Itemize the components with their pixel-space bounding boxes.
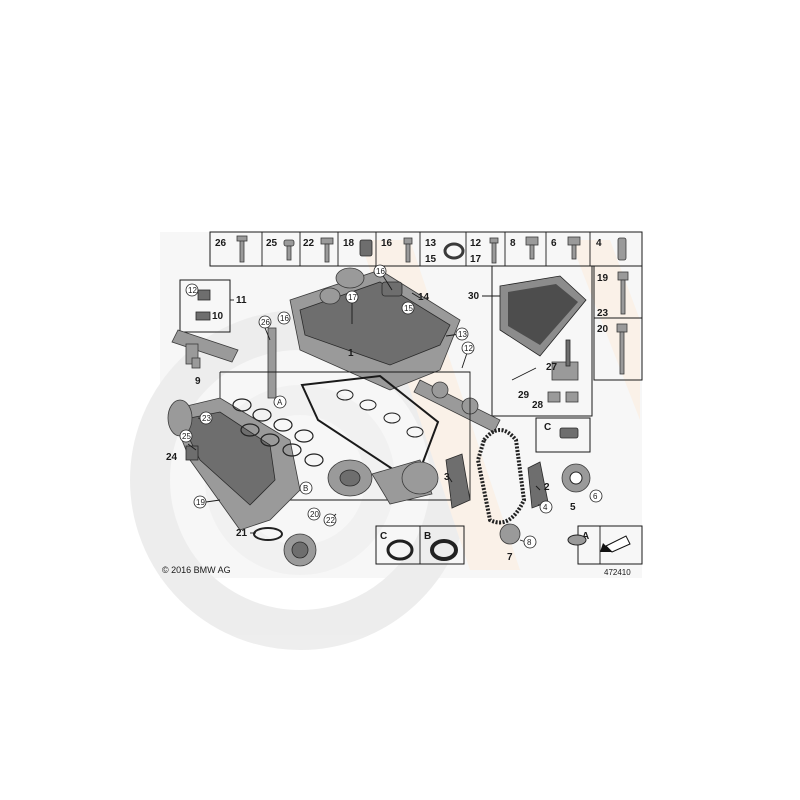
sprocket-7 (499, 523, 521, 545)
egr-valve (327, 459, 439, 505)
callout-20: 20 (310, 510, 319, 519)
sensor-box: 12 10 11 (179, 279, 247, 333)
callout-2: 2 (544, 482, 550, 493)
callout-14: 14 (418, 292, 430, 303)
callout-24: 24 (166, 452, 178, 463)
tool-case-box: 30 27 29 28 (468, 265, 593, 417)
hex-bolt-icon (525, 236, 539, 246)
strip-label-13: 13 (425, 238, 437, 249)
callout-4: 4 (543, 503, 548, 512)
callout-29: 29 (518, 390, 530, 401)
callout-22: 22 (326, 516, 335, 525)
callout-11: 11 (236, 295, 247, 306)
callout-23: 23 (202, 414, 211, 423)
callout-19: 19 (196, 498, 205, 507)
callout-16: 16 (376, 267, 385, 276)
side-label-23: 23 (597, 308, 609, 319)
callout-27: 27 (546, 362, 558, 373)
callout-25: 25 (182, 432, 191, 441)
callout-12: 12 (464, 344, 473, 353)
strip-label-25: 25 (266, 238, 278, 249)
sensor-16-icon (381, 281, 403, 297)
box-label-C: C (380, 531, 387, 542)
seal-ring-icon (443, 242, 465, 260)
callout-5: 5 (570, 502, 576, 513)
fuel-rail: 9 (171, 329, 239, 387)
strip-label-8: 8 (510, 238, 516, 249)
callout-15: 15 (404, 304, 413, 313)
callout-12b: 12 (188, 286, 197, 295)
callout-13: 13 (458, 330, 467, 339)
callout-26: 26 (261, 318, 270, 327)
timing-chain (445, 417, 591, 545)
injector-icon (191, 357, 201, 369)
strip-label-18: 18 (343, 238, 355, 249)
long-bolt-icon (617, 271, 629, 281)
intake-manifold (167, 397, 324, 531)
flange-bolt-icon (320, 237, 334, 245)
callout-8: 8 (527, 538, 532, 547)
callout-7: 7 (507, 552, 513, 563)
glow-plug-icon (267, 327, 277, 399)
washer-a-icon (567, 534, 587, 546)
copyright-text: © 2016 BMW AG (162, 565, 231, 575)
callout-1: 1 (348, 348, 354, 359)
callout-21: 21 (236, 528, 248, 539)
callouts: 16 14 15 17 16 26 13 12 1 A 23 25 24 19 … (166, 264, 603, 563)
diagram-id: 472410 (604, 568, 631, 577)
callout-B: B (303, 484, 308, 493)
bolt-icon (283, 239, 295, 247)
sensor-24-icon (185, 445, 199, 461)
seal-c-icon (386, 539, 414, 561)
strip-label-17: 17 (470, 254, 482, 265)
callout-10: 10 (212, 311, 224, 322)
strip-label-16: 16 (381, 238, 393, 249)
strip-label-22: 22 (303, 238, 315, 249)
strip-label-12: 12 (470, 238, 482, 249)
bolt-icon (239, 237, 245, 263)
side-label-19: 19 (597, 273, 609, 284)
strip-label-6: 6 (551, 238, 557, 249)
callout-A: A (277, 398, 283, 407)
side-label-20: 20 (597, 324, 609, 335)
box-label-A: A (582, 531, 589, 542)
strip-label-4: 4 (596, 238, 602, 249)
cylinder-head (267, 267, 461, 399)
o-ring-21 (253, 527, 283, 541)
throttle-body (253, 527, 317, 567)
callout-30: 30 (468, 291, 480, 302)
bottom-seal-boxes: C B A (375, 525, 643, 565)
hex-bolt-icon (567, 236, 581, 246)
callout-6: 6 (593, 492, 598, 501)
callout-17: 17 (348, 293, 357, 302)
callout-9: 9 (195, 376, 201, 387)
long-bolt-icon (616, 323, 628, 333)
rubber-bushing-icon (359, 239, 373, 257)
bolt-head-icon (236, 235, 248, 242)
tensioner-icon (559, 427, 579, 439)
sleeve-bolt-icon (617, 237, 627, 261)
strip-label-15: 15 (425, 254, 437, 265)
side-bolt-box: 19 23 20 (593, 265, 643, 381)
seal-b-icon (430, 539, 458, 561)
callout-28: 28 (532, 400, 544, 411)
screw-icon (403, 237, 413, 245)
callout-3: 3 (444, 472, 450, 483)
box-label-B: B (424, 531, 431, 542)
callout-18: 16 (280, 314, 289, 323)
callout-C: C (544, 422, 551, 433)
locking-tool-icon (551, 361, 579, 381)
guide-rail-3 (445, 453, 471, 509)
top-parts-strip: 26 25 22 18 16 13 15 12 17 8 6 4 (209, 231, 643, 267)
bolt-icon (489, 237, 499, 244)
sensor-icon (197, 289, 211, 301)
strip-label-26: 26 (215, 238, 227, 249)
